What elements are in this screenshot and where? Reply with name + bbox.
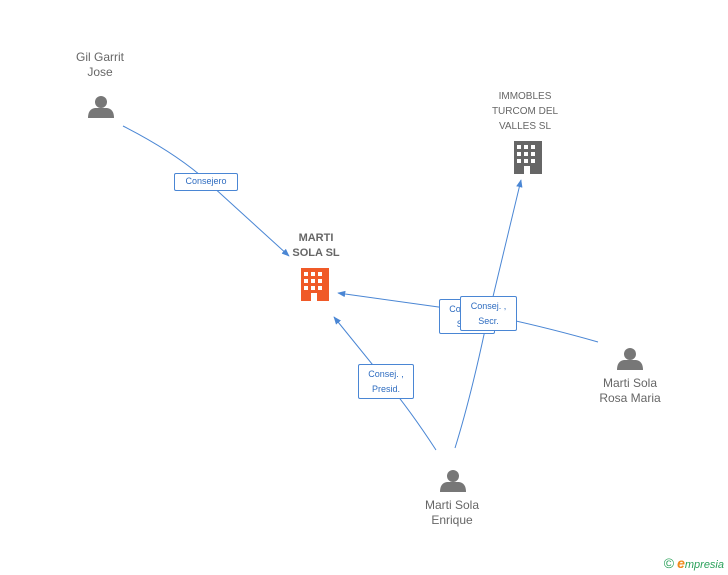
node-marti-sola-sl[interactable]: MARTI SOLA SL [276, 231, 356, 261]
node-label-line2: Rosa Maria [599, 391, 661, 405]
node-rosa-maria[interactable]: Marti Sola Rosa Maria [588, 376, 672, 406]
edge-label-line2: Presid. [371, 384, 400, 394]
node-label-line2: TURCOM DEL [491, 106, 559, 117]
node-immobles[interactable]: IMMOBLES TURCOM DEL VALLES SL [480, 89, 570, 134]
empresia-logo: © empresia [664, 555, 724, 571]
person-icon [88, 96, 114, 118]
building-icon [514, 141, 542, 174]
node-label-line1: Marti Sola [602, 376, 658, 390]
person-icon [617, 348, 643, 370]
edge-label-line1: Consej. , [470, 301, 507, 311]
edge-label-enrique-immobles[interactable]: Consej. , Secr. [460, 296, 517, 331]
node-label-line3: VALLES SL [498, 121, 552, 132]
node-label-line2: Jose [87, 65, 113, 79]
node-label-line2: SOLA SL [292, 247, 340, 259]
node-label-line1: Marti Sola [424, 498, 480, 512]
node-label-line2: Enrique [431, 513, 473, 527]
edge-enrique-to-immobles [454, 179, 523, 449]
node-enrique[interactable]: Marti Sola Enrique [410, 498, 494, 528]
brand-e: e [677, 555, 685, 571]
person-icon [440, 470, 466, 492]
node-gil-garrit[interactable]: Gil Garrit Jose [60, 50, 140, 80]
node-label-line1: IMMOBLES [498, 91, 552, 102]
edge-label-line1: Consej. , [368, 369, 404, 379]
edge-label-enrique-marti[interactable]: Consej. , Presid. [358, 364, 414, 399]
node-label-line1: Gil Garrit [76, 50, 124, 64]
copyright-icon: © [663, 555, 675, 571]
edge-label-text: Consejero [185, 176, 227, 186]
edge-label-consejero[interactable]: Consejero [174, 173, 238, 191]
brand-name: mpresia [684, 559, 724, 571]
edge-label-line2: Secr. [478, 316, 499, 326]
building-icon [301, 268, 329, 301]
edge-gil-to-marti [122, 125, 290, 257]
node-label-line1: MARTI [298, 232, 334, 244]
